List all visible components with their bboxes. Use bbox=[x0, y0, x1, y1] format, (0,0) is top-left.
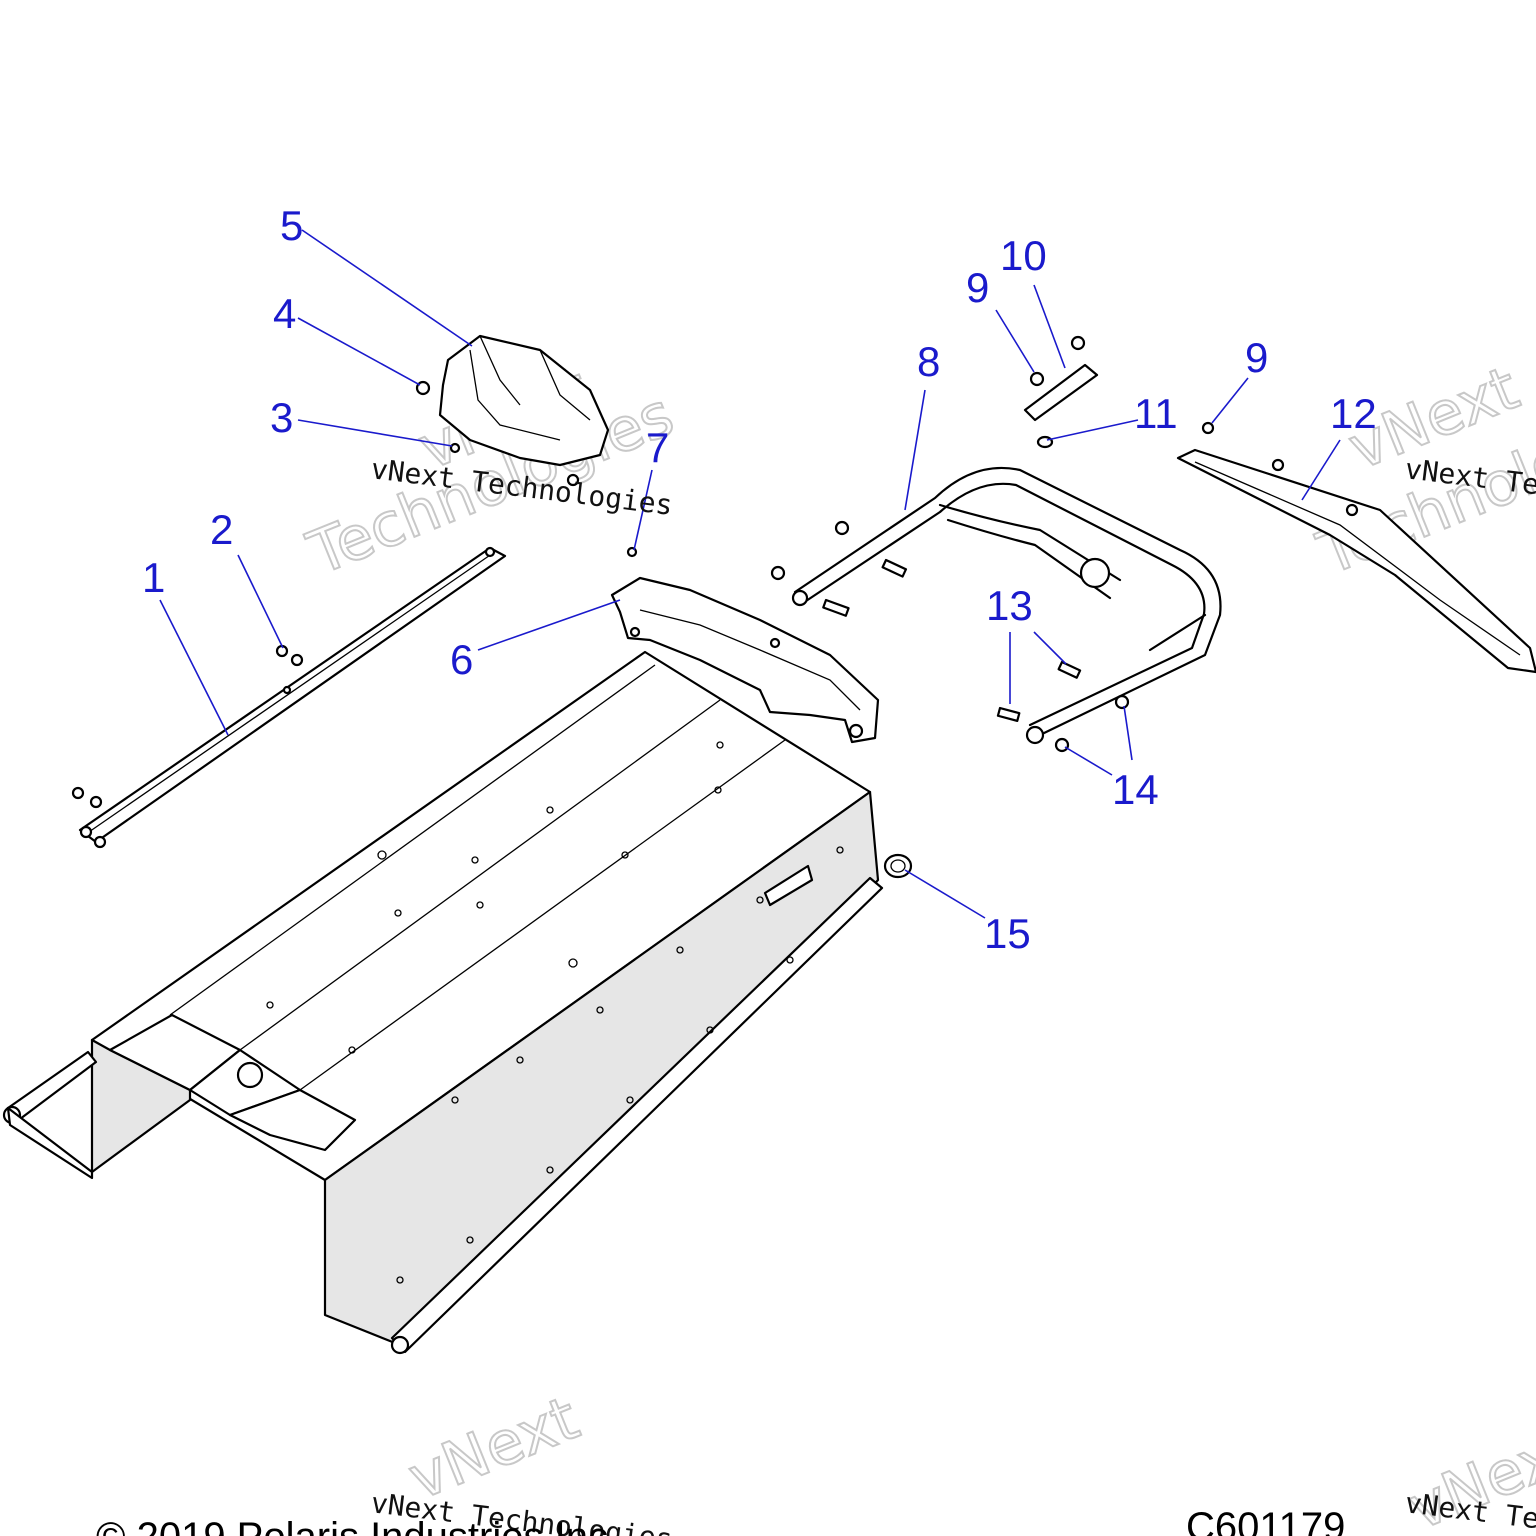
callout-13: 13 bbox=[986, 582, 1033, 629]
callout-3: 3 bbox=[270, 394, 293, 441]
callout-8: 8 bbox=[917, 338, 940, 385]
part-rail-left bbox=[78, 546, 507, 849]
part-rack-tube bbox=[770, 466, 1222, 753]
footer: © 2019 Polaris Industries Inc. C601179 bbox=[96, 1505, 1345, 1536]
callout-9-left: 9 bbox=[966, 264, 989, 311]
callout-labels: 1 2 3 4 5 6 7 8 9 10 9 11 12 13 14 15 bbox=[142, 202, 1377, 957]
part-plug bbox=[883, 853, 913, 879]
callout-15: 15 bbox=[984, 910, 1031, 957]
callout-12: 12 bbox=[1330, 390, 1377, 437]
screws-rail bbox=[71, 644, 304, 809]
callout-14: 14 bbox=[1112, 766, 1159, 813]
callout-1: 1 bbox=[142, 554, 165, 601]
footer-copyright: © 2019 Polaris Industries Inc. bbox=[96, 1515, 619, 1536]
callout-4: 4 bbox=[273, 290, 296, 337]
callout-9-right: 9 bbox=[1245, 334, 1268, 381]
part-cover bbox=[415, 334, 610, 487]
callout-2: 2 bbox=[210, 506, 233, 553]
callout-11: 11 bbox=[1134, 390, 1178, 437]
footer-diagram-code: C601179 bbox=[1186, 1505, 1345, 1536]
part-bed-floor bbox=[2, 650, 884, 1355]
callout-10: 10 bbox=[1000, 232, 1047, 279]
part-plate bbox=[1023, 335, 1099, 449]
leader-lines bbox=[159, 229, 1341, 919]
callout-5: 5 bbox=[280, 202, 303, 249]
part-bracket-front bbox=[610, 546, 880, 744]
callout-6: 6 bbox=[450, 636, 473, 683]
part-rail-right bbox=[1176, 421, 1536, 674]
callout-7: 7 bbox=[646, 424, 669, 471]
